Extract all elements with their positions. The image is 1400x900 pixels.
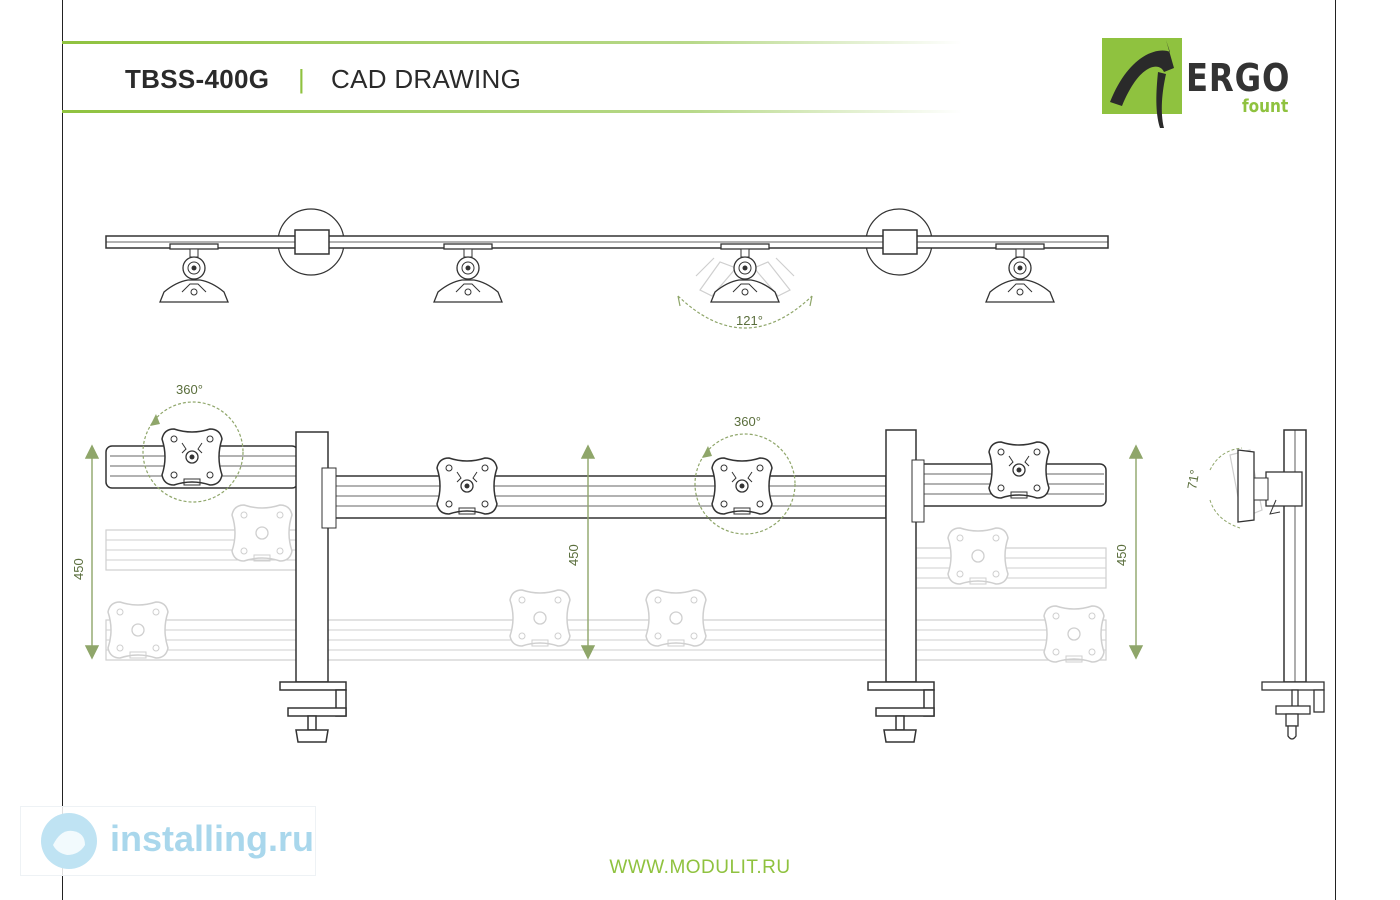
- front-view-lowered: [105, 504, 1107, 663]
- tilt-angle-label: 121°: [736, 313, 763, 328]
- watermark-box: [20, 806, 316, 876]
- side-view: 71°: [1184, 429, 1325, 740]
- logo-sub-text: fount: [1242, 96, 1289, 117]
- watermark-logo-icon: [41, 813, 97, 869]
- document-type: CAD DRAWING: [331, 64, 522, 94]
- rotation-left-label: 360°: [176, 382, 203, 397]
- logo-brand-text: ERGO: [1186, 56, 1291, 100]
- ergofount-logo-icon: [1102, 38, 1182, 128]
- height-dimensions: [84, 444, 1144, 660]
- page-border: [62, 0, 1336, 900]
- top-view: 121°: [105, 208, 1109, 329]
- side-tilt-label: 71°: [1184, 469, 1202, 491]
- model-title: TBSS-400G: [125, 64, 270, 94]
- rotation-center-label: 360°: [734, 414, 761, 429]
- height-left-label: 450: [71, 558, 86, 580]
- title-separator: |: [298, 64, 305, 94]
- header-bottom-rule: [62, 110, 962, 113]
- footer-url[interactable]: WWW.MODULIT.RU: [609, 857, 791, 878]
- header-top-rule: [62, 41, 962, 44]
- front-view: 360° 360°: [105, 382, 1107, 743]
- watermark-text: installing.ru: [110, 818, 315, 859]
- height-center-label: 450: [566, 544, 581, 566]
- height-right-label: 450: [1114, 544, 1129, 566]
